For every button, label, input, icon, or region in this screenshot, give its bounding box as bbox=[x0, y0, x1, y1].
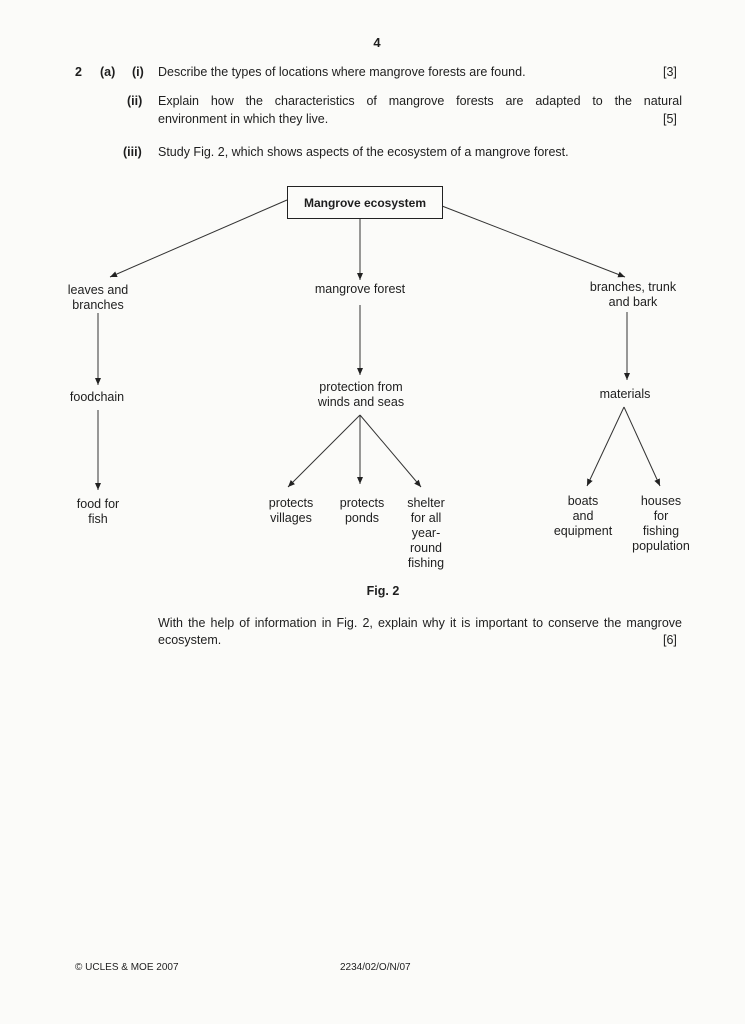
node-mangrove-forest: mangrove forest bbox=[314, 282, 406, 296]
arrow-right-houses bbox=[623, 406, 661, 487]
item-text-iii: Study Fig. 2, which shows aspects of the… bbox=[158, 145, 569, 159]
item-label-i: (i) bbox=[132, 65, 144, 79]
arrow-center-shelter bbox=[359, 414, 422, 488]
item-text-ii-line2: environment in which they live. bbox=[158, 112, 329, 126]
final-question-marks: [6] bbox=[663, 633, 677, 647]
item-text-ii-line1: Explain how the characteristics of mangr… bbox=[158, 94, 682, 108]
arrow-center-villages bbox=[287, 414, 361, 488]
arrow-root-right bbox=[441, 205, 626, 278]
final-question-line2: ecosystem. bbox=[158, 633, 222, 647]
question-part: (a) bbox=[100, 65, 116, 79]
node-materials: materials bbox=[599, 387, 651, 401]
arrow-root-left bbox=[109, 199, 288, 278]
footer-copyright: © UCLES & MOE 2007 bbox=[75, 962, 179, 973]
node-foodchain: foodchain bbox=[69, 390, 125, 404]
footer-code: 2234/02/O/N/07 bbox=[340, 962, 411, 973]
marks-ii: [5] bbox=[663, 112, 677, 126]
root-node-box: Mangrove ecosystem bbox=[287, 186, 443, 219]
root-node-label: Mangrove ecosystem bbox=[303, 195, 427, 210]
figure-caption: Fig. 2 bbox=[366, 584, 400, 598]
item-text-i: Describe the types of locations where ma… bbox=[158, 65, 526, 79]
arrow-right-boats bbox=[586, 406, 625, 487]
marks-i: [3] bbox=[663, 65, 677, 79]
question-number: 2 bbox=[75, 65, 82, 79]
item-label-ii: (ii) bbox=[127, 94, 143, 108]
item-label-iii: (iii) bbox=[123, 145, 142, 159]
final-question-line1: With the help of information in Fig. 2, … bbox=[158, 616, 682, 630]
page-number: 4 bbox=[373, 35, 381, 50]
